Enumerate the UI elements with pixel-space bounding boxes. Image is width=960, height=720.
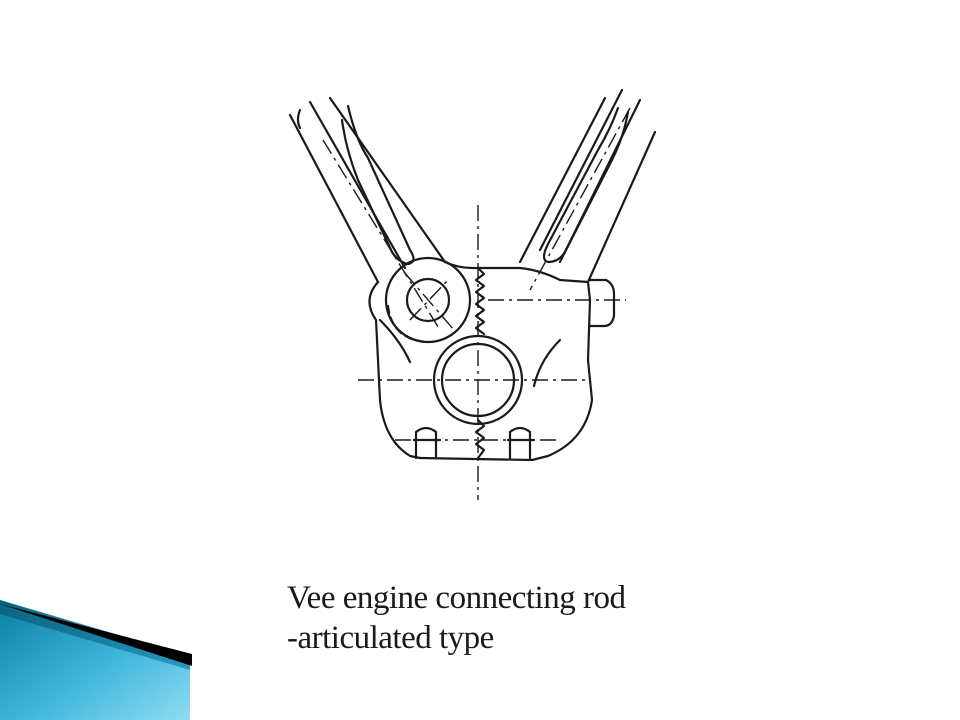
right-rod-arm [518,88,657,284]
big-end-body [368,260,594,462]
articulation-pin [384,256,472,344]
figure-caption: Vee engine connecting rod -articulated t… [287,578,707,658]
caption-line-2: -articulated type [287,620,494,656]
left-rod-arm [288,96,447,284]
caption-line-1: Vee engine connecting rod [287,580,626,616]
centre-lines [322,107,631,500]
